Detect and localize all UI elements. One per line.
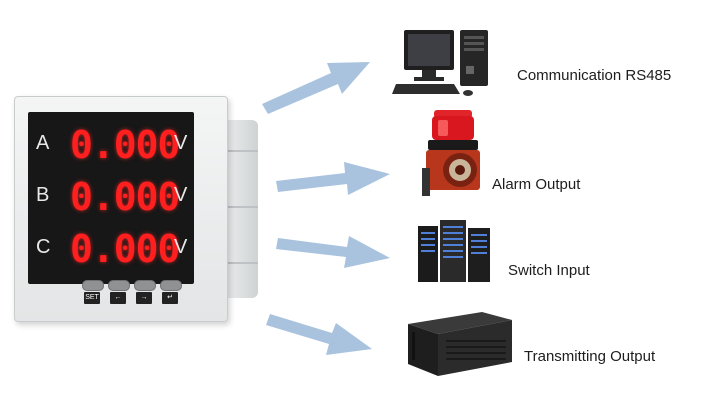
meter-button-set[interactable] [82, 280, 104, 291]
left-arrow-icon: ← [110, 292, 126, 304]
alarm-siren-icon [422, 110, 480, 196]
phase-label: A [36, 132, 50, 154]
meter-row-c: C 0.000 V [28, 226, 194, 274]
output-label-switch: Switch Input [508, 262, 590, 279]
output-label-transmitting: Transmitting Output [524, 348, 656, 365]
phase-label: B [36, 184, 50, 206]
arrow-to-alarm [276, 162, 390, 195]
unit-label: V [174, 132, 188, 154]
meter-row-b: B 0.000 V [28, 174, 194, 222]
arrow-to-switch [276, 236, 390, 268]
meter-button-enter[interactable] [160, 280, 182, 291]
enter-icon: ↵ [162, 292, 178, 304]
industrial-chassis-icon [408, 312, 512, 376]
reading-value: 0.000 [70, 123, 180, 167]
phase-label: C [36, 236, 51, 258]
arrow-to-communication [262, 62, 370, 114]
reading-value: 0.000 [70, 175, 180, 219]
unit-label: V [174, 184, 188, 206]
panel-meter: A 0.000 V B 0.000 V C 0.000 V SET ← → ↵ [14, 96, 228, 322]
meter-display: A 0.000 V B 0.000 V C 0.000 V [28, 112, 194, 284]
unit-label: V [174, 236, 188, 258]
output-label-alarm: Alarm Output [492, 176, 581, 193]
computer-icon [392, 30, 488, 96]
reading-value: 0.000 [70, 227, 180, 271]
meter-row-a: A 0.000 V [28, 122, 194, 170]
arrow-to-transmitting [266, 314, 372, 355]
meter-button-left[interactable] [108, 280, 130, 291]
server-rack-icon [418, 220, 490, 282]
right-arrow-icon: → [136, 292, 152, 304]
set-key-label: SET [84, 292, 100, 304]
meter-button-right[interactable] [134, 280, 156, 291]
output-label-communication: Communication RS485 [517, 67, 672, 84]
